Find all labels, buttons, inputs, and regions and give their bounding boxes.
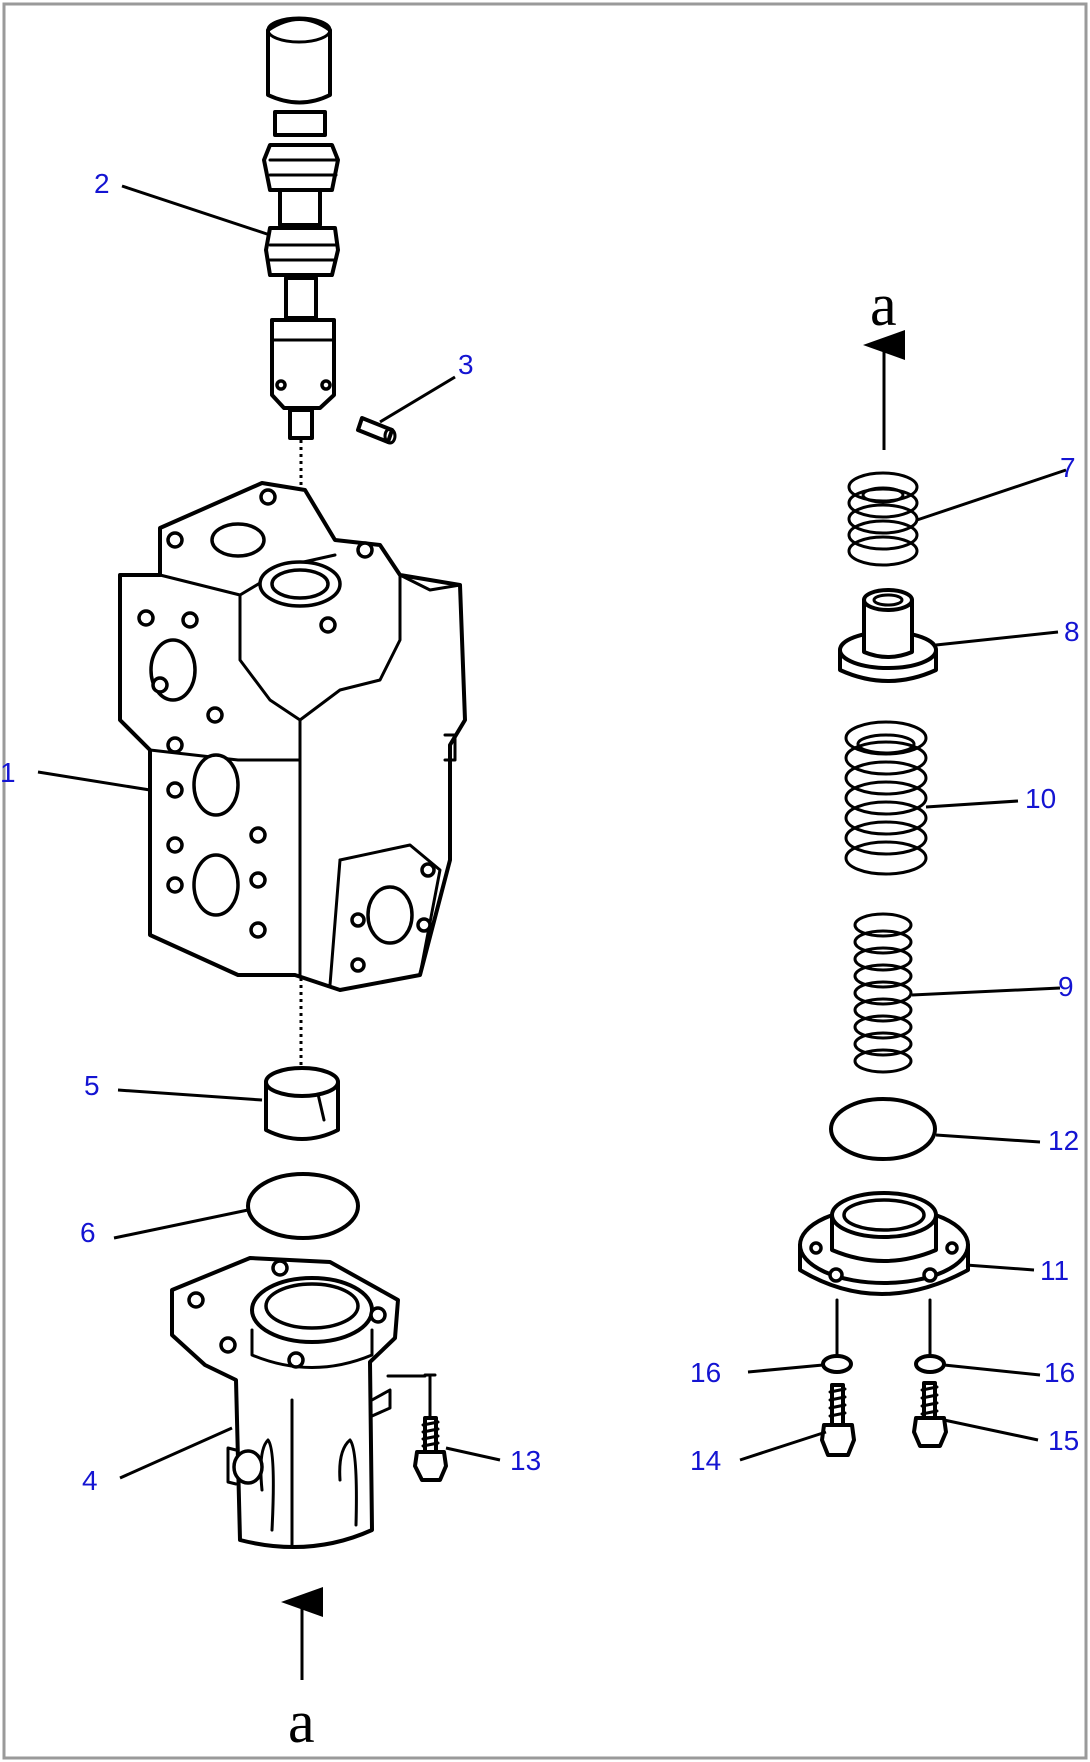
reference-mark-bottom: a [288,1689,315,1755]
part-3-pin [356,416,397,445]
part-8-spring-seat [838,588,938,683]
leader-16-right [943,1363,1041,1377]
callout-7: 7 [1060,452,1076,483]
callout-11: 11 [1040,1255,1069,1286]
part-1-valve-body [118,481,467,992]
callout-9: 9 [1058,971,1074,1002]
part-13-bolt [386,1373,448,1482]
leader-10 [925,799,1019,809]
leader-12 [935,1133,1041,1144]
leader-2 [121,184,271,237]
leader-14 [739,1430,827,1462]
part-5-sleeve [264,1066,340,1141]
part-16-washer-right [914,1354,946,1374]
part-6-o-ring [246,1172,360,1240]
callout-15: 15 [1048,1425,1079,1456]
part-12-o-ring [829,1097,937,1161]
part-16-washer-left [821,1354,853,1374]
callout-5: 5 [84,1070,100,1101]
leader-5 [117,1088,263,1102]
part-14-bolt [820,1383,856,1457]
callout-10: 10 [1025,783,1056,814]
leader-13 [445,1446,501,1462]
callout-6: 6 [80,1217,96,1248]
callout-12: 12 [1048,1125,1079,1156]
leader-16-left [747,1363,824,1374]
leader-1 [37,770,151,792]
part-2-spool-assembly [262,16,340,440]
leader-3 [379,375,456,424]
part-4-cover [170,1256,400,1550]
reference-mark-top: a [870,272,897,338]
callout-14: 14 [690,1445,721,1476]
leader-9 [911,986,1061,997]
leader-4 [119,1426,233,1480]
part-7-spring [847,471,919,567]
part-11-cover-plate [798,1191,970,1296]
leader-11 [965,1263,1035,1272]
leader-6 [113,1208,249,1240]
leader-8 [935,630,1059,647]
callout-16-right: 16 [1044,1357,1075,1388]
callout-3: 3 [458,349,474,380]
callout-4: 4 [82,1465,98,1496]
part-9-spring-inner [853,912,913,1074]
part-15-bolt [912,1381,948,1448]
callout-13: 13 [510,1445,541,1476]
callout-8: 8 [1064,616,1080,647]
leader-15 [943,1418,1039,1442]
leader-7 [916,468,1067,522]
callout-16-left: 16 [690,1357,721,1388]
callout-2: 2 [94,168,110,199]
part-10-spring-outer [844,720,928,876]
callout-1: 1 [0,757,16,788]
